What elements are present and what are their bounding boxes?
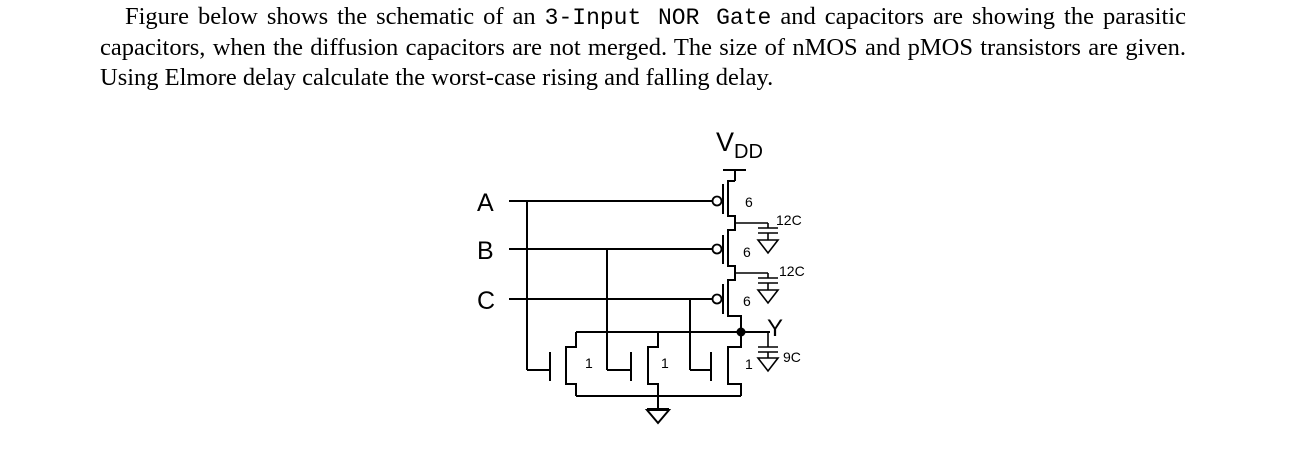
vdd-label-main: V [716,127,734,157]
input-wires [509,200,713,371]
question-paragraph: Figure below shows the schematic of an 3… [100,2,1186,93]
cap-label-1: 12C [776,212,802,228]
output-label-y: Y [767,315,783,342]
nmos-network [549,331,742,425]
vdd-label-sub: DD [734,141,763,163]
nmos-c-size: 1 [745,356,753,372]
pmos-a-size: 6 [745,194,753,210]
vdd-rail [723,169,746,181]
pmos-b-size: 6 [743,244,751,260]
cap-label-3: 9C [783,349,801,365]
pmos-stack [711,180,742,332]
input-c-label: C [477,287,495,315]
pmos-b-bubble [711,243,723,255]
pmos-a-bubble [711,195,723,207]
cap-12c-upper [735,222,780,255]
ground-icon [644,409,672,425]
input-a-label: A [477,189,494,217]
ground-icon [756,289,780,305]
nmos-b-size: 1 [661,355,669,371]
ground-icon [756,239,780,255]
nmos-a-size: 1 [585,355,593,371]
cap-label-2: 12C [779,263,805,279]
gate-name: 3-Input NOR Gate [544,5,772,31]
cap-12c-lower [735,272,780,305]
intro-text: Figure below shows the schematic of an [125,3,545,30]
pmos-c-size: 6 [743,293,751,309]
input-b-label: B [477,237,494,265]
pmos-c-bubble [711,293,723,305]
rest-text: and capacitors are showing the parasitic… [100,3,1186,91]
ground-icon [756,357,780,373]
